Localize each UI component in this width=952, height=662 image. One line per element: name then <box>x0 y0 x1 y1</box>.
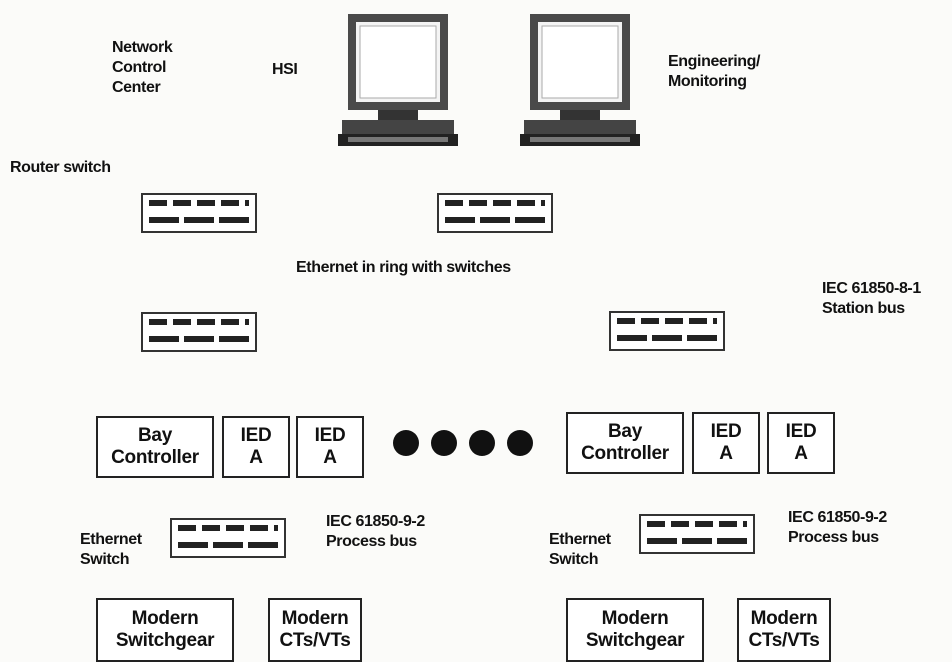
ring-switch-top-right-icon <box>437 193 553 233</box>
process-bus-right-label: IEC 61850-9-2 Process bus <box>788 509 887 546</box>
ctvt-right: Modern CTs/VTs <box>737 598 831 662</box>
process-switch-left-icon <box>170 518 286 558</box>
ring-switch-bottom-right-icon <box>609 311 725 351</box>
ied-left-2: IED A <box>296 416 364 478</box>
engineering-computer-icon <box>520 14 640 146</box>
ied-right-1: IED A <box>692 412 760 474</box>
ctvt-left: Modern CTs/VTs <box>268 598 362 662</box>
router-switch-label: Router switch <box>10 159 111 176</box>
switchgear-left: Modern Switchgear <box>96 598 234 662</box>
engineering-monitoring-label: Engineering/ Monitoring <box>668 53 761 90</box>
ethernet-switch-right-label: Ethernet Switch <box>549 531 611 568</box>
process-switch-right-icon <box>639 514 755 554</box>
ring-switch-bottom-left-icon <box>141 312 257 352</box>
station-bus-label: IEC 61850-8-1 Station bus <box>822 280 921 317</box>
continuation-dot <box>431 430 457 456</box>
network-control-center-label: Network Control Center <box>112 39 173 96</box>
ied-right-2: IED A <box>767 412 835 474</box>
continuation-dot <box>469 430 495 456</box>
switchgear-right: Modern Switchgear <box>566 598 704 662</box>
continuation-dot <box>507 430 533 456</box>
ied-left-1: IED A <box>222 416 290 478</box>
bay-controller-left: Bay Controller <box>96 416 214 478</box>
hsi-label: HSI <box>272 61 298 78</box>
bay-controller-right: Bay Controller <box>566 412 684 474</box>
ring-switch-top-left-icon <box>141 193 257 233</box>
hsi-computer-icon <box>338 14 458 146</box>
ethernet-ring-label: Ethernet in ring with switches <box>296 259 511 276</box>
process-bus-left-label: IEC 61850-9-2 Process bus <box>326 513 425 550</box>
ethernet-switch-left-label: Ethernet Switch <box>80 531 142 568</box>
continuation-dot <box>393 430 419 456</box>
